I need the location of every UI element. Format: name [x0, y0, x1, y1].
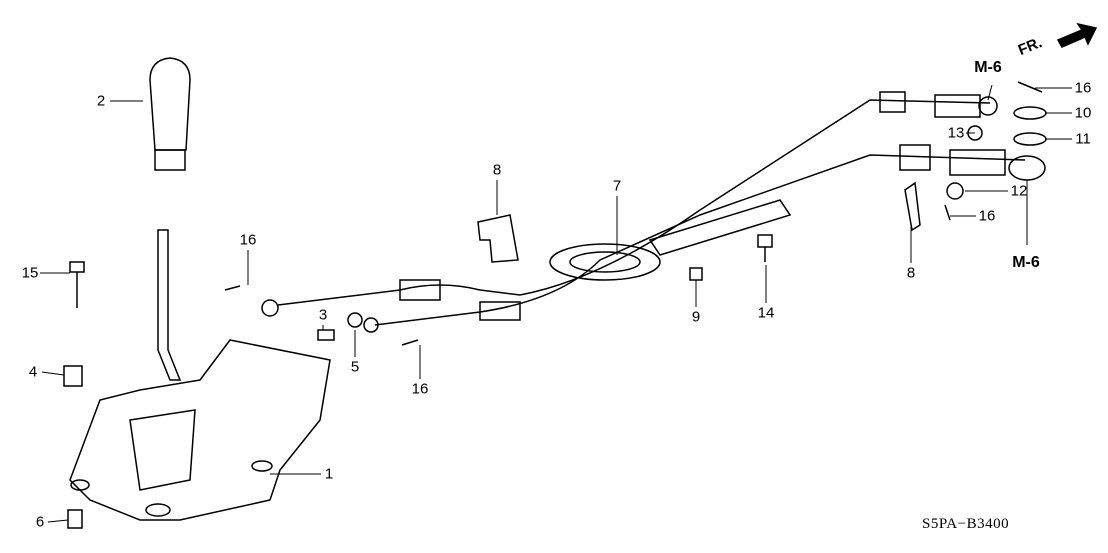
front-arrow-icon — [1056, 22, 1098, 48]
callout-9: 9 — [691, 308, 701, 326]
leader-lines — [40, 84, 1072, 523]
callout-16: 16 — [411, 380, 429, 398]
callout-7: 7 — [612, 177, 622, 195]
callout-15: 15 — [21, 264, 39, 282]
callout-2: 2 — [96, 92, 106, 110]
callout-11: 11 — [1075, 130, 1091, 148]
callout-16: 16 — [1074, 79, 1092, 97]
callout-3: 3 — [318, 306, 328, 324]
nut-4 — [63, 365, 83, 387]
washer-5 — [347, 312, 363, 328]
reference-m6-top: M-6 — [974, 59, 1002, 76]
callout-16: 16 — [978, 207, 996, 225]
callout-1: 1 — [324, 465, 334, 483]
callout-6: 6 — [35, 513, 45, 531]
reference-m6-bottom: M-6 — [1012, 254, 1040, 271]
callout-10: 10 — [1074, 104, 1092, 122]
callout-14: 14 — [757, 304, 775, 322]
collar-6 — [67, 509, 83, 529]
callout-16: 16 — [239, 231, 257, 249]
callout-8: 8 — [492, 161, 502, 179]
bolt-15 — [69, 261, 85, 308]
shift-knob-drawing — [149, 57, 191, 171]
callout-5: 5 — [350, 358, 360, 376]
diagram-code: S5PA−B3400 — [922, 516, 1010, 532]
small-parts-drawing — [224, 81, 1047, 346]
callout-12: 12 — [1010, 182, 1028, 200]
pin-3 — [317, 329, 335, 341]
cables-drawing — [261, 91, 1046, 333]
callout-8: 8 — [906, 264, 916, 282]
callout-4: 4 — [28, 363, 38, 381]
shift-lever-drawing — [69, 229, 331, 521]
callout-13: 13 — [947, 124, 965, 142]
